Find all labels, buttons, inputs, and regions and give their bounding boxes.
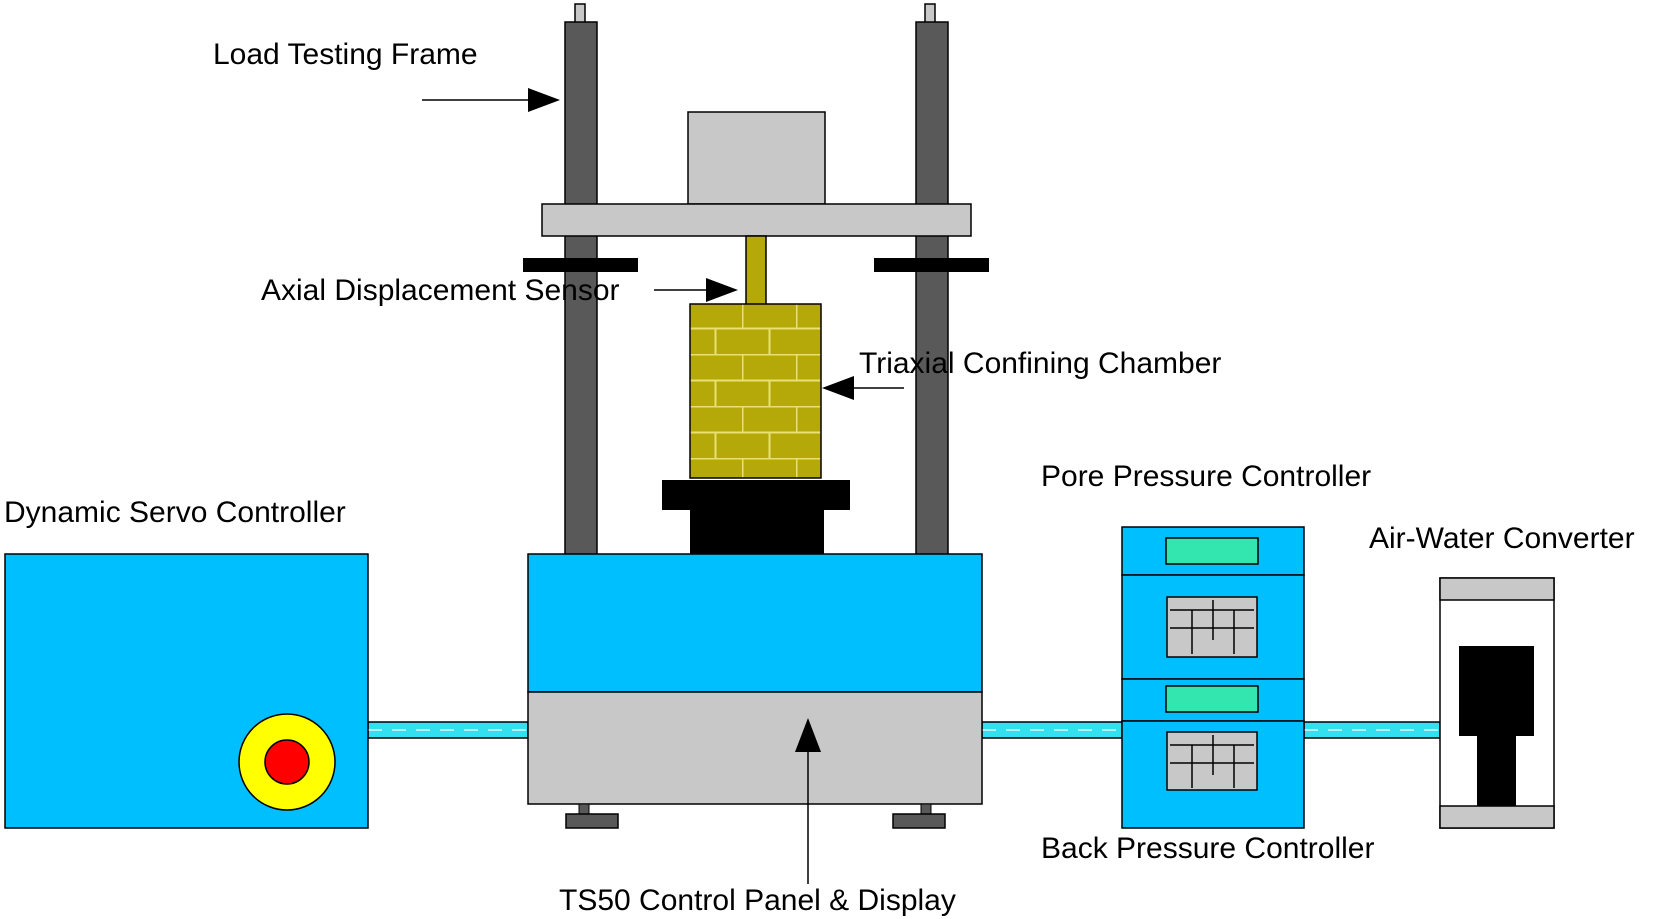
chamber-pedestal: [690, 510, 824, 558]
right-column-tip: [924, 3, 936, 25]
label-air-water-converter: Air-Water Converter: [1369, 522, 1635, 555]
label-triaxial-confining-chamber: Triaxial Confining Chamber: [859, 347, 1221, 380]
base-unit-top: [527, 553, 983, 693]
left-column-tip: [574, 3, 586, 25]
load-testing-frame: [523, 3, 989, 557]
back-pressure-display: [1165, 685, 1259, 713]
annotation-arrows: [422, 88, 904, 884]
air-water-converter: [1439, 577, 1555, 829]
converter-piston-head: [1459, 646, 1534, 736]
label-axial-displacement-sensor: Axial Displacement Sensor: [261, 274, 620, 307]
crosshead-beam: [541, 203, 972, 237]
converter-bottom-cap: [1439, 805, 1555, 829]
triaxial-confining-chamber: [662, 235, 850, 558]
load-frame-arrowhead: [528, 88, 560, 112]
label-back-pressure-controller: Back Pressure Controller: [1041, 832, 1374, 865]
label-dynamic-servo-controller: Dynamic Servo Controller: [4, 496, 346, 529]
chamber-base-plate: [662, 480, 850, 510]
label-ts50-control-panel: TS50 Control Panel & Display: [559, 884, 956, 917]
pore-pressure-display: [1165, 537, 1259, 565]
label-pore-pressure-controller: Pore Pressure Controller: [1041, 460, 1371, 493]
control-panel-arrowhead: [795, 718, 821, 752]
right-column: [915, 21, 949, 557]
labels: Load Testing Frame Axial Displacement Se…: [4, 38, 1635, 917]
converter-piston-rod: [1477, 736, 1516, 806]
converter-top-cap: [1439, 577, 1555, 601]
left-clamp-bar: [523, 258, 638, 272]
emergency-stop-button: [264, 739, 310, 785]
chamber-arrowhead: [822, 376, 854, 400]
pipe-pore-to-converter: [1303, 721, 1441, 739]
control-panel: [527, 691, 983, 805]
right-clamp-bar: [874, 258, 989, 272]
pore-pressure-keypad: [1166, 596, 1258, 658]
back-pressure-keypad: [1166, 731, 1258, 791]
dynamic-servo-controller: [4, 553, 369, 829]
ts50-base-unit: [527, 553, 983, 829]
loading-piston: [745, 235, 767, 307]
pipe-frame-to-pore: [981, 721, 1123, 739]
label-load-testing-frame: Load Testing Frame: [213, 38, 478, 71]
right-foot: [892, 813, 946, 829]
pressure-controller-stack: [1121, 526, 1305, 829]
pipes: [367, 721, 1441, 739]
actuator-block: [687, 111, 826, 205]
chamber-body: [689, 303, 822, 479]
axial-sensor-arrowhead: [706, 278, 738, 302]
left-foot: [565, 813, 619, 829]
